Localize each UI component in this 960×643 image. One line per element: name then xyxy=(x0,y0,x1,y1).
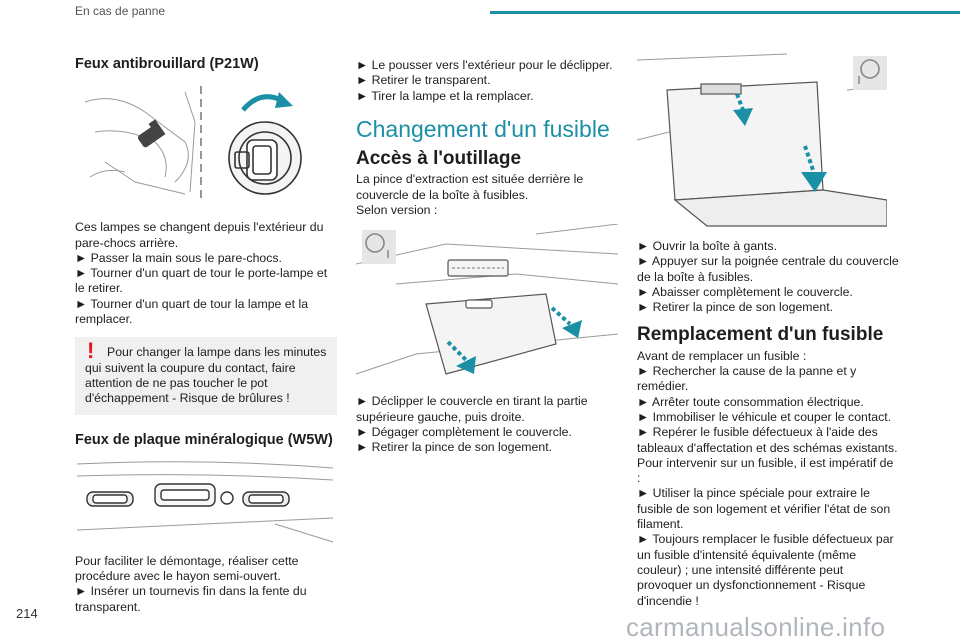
running-header: En cas de panne xyxy=(75,4,166,18)
replace-step-6: ► Toujours remplacer le fusible défectue… xyxy=(637,532,894,608)
heading-tool-access: Accès à l'outillage xyxy=(356,148,522,170)
column-left: Feux antibrouillard (P21W) xyxy=(75,56,337,615)
fuse-step-2: ► Dégager complètement le couvercle. xyxy=(356,424,572,439)
glovebox-step-3: ► Abaisser complètement le couvercle. xyxy=(637,284,853,299)
replace-intro-text: Avant de remplacer un fusible : xyxy=(637,348,807,363)
replace-step-2: ► Arrêter toute consommation électrique. xyxy=(637,394,864,409)
warning-icon: ! xyxy=(87,338,95,364)
replace-step-1: ► Rechercher la cause de la panne et y r… xyxy=(637,364,857,394)
replace-step-5: ► Utiliser la pince spéciale pour extrai… xyxy=(637,486,891,532)
glovebox-step-2: ► Appuyer sur la poignée centrale du cou… xyxy=(637,254,899,284)
fog-intro-text: Ces lampes se changent depuis l'extérieu… xyxy=(75,220,324,250)
replace-step-3: ► Immobiliser le véhicule et couper le c… xyxy=(637,409,892,424)
plate-step-1: ► Insérer un tournevis fin dans la fente… xyxy=(75,584,307,614)
fog-step-3: ► Tourner d'un quart de tour la lampe et… xyxy=(75,296,309,327)
glovebox-step-4: ► Retirer la pince de son logement. xyxy=(637,300,834,315)
heading-fuse-replacement: Remplacement d'un fusible xyxy=(637,324,884,346)
fuse-step-1: ► Déclipper le couvercle en tirant la pa… xyxy=(356,394,588,424)
plate-lamp-illustration xyxy=(75,454,337,554)
warning-box: ! Pour changer la lampe dans les minutes… xyxy=(75,337,337,415)
version-text: Selon version : xyxy=(356,203,438,218)
glovebox-step-1: ► Ouvrir la boîte à gants. xyxy=(637,239,777,253)
heading-fog-lamps: Feux antibrouillard (P21W) xyxy=(75,56,259,72)
fuse-step-3: ► Retirer la pince de son logement. xyxy=(356,440,553,455)
glovebox-illustration xyxy=(637,50,899,234)
watermark-text: carmanualsonline.info xyxy=(626,612,886,642)
heading-fuse-change: Changement d'un fusible xyxy=(356,115,610,142)
header-accent-bar xyxy=(490,11,960,14)
plate-intro-text: Pour faciliter le démontage, réaliser ce… xyxy=(75,553,299,584)
heading-plate-lamps: Feux de plaque minéralogique (W5W) xyxy=(75,431,333,448)
replace-requirement-text: Pour intervenir sur un fusible, il est i… xyxy=(637,455,894,486)
column-right: ► Ouvrir la boîte à gants. ► Appuyer sur… xyxy=(637,50,899,609)
page-number: 214 xyxy=(16,606,38,621)
column-middle: ► Le pousser vers l'extérieur pour le dé… xyxy=(356,58,618,456)
fog-lamp-illustration xyxy=(75,82,337,220)
warning-text: Pour changer la lampe dans les minutes q… xyxy=(85,345,327,406)
replace-step-4: ► Repérer le fusible défectueux à l'aide… xyxy=(637,425,898,455)
plate-step-4: ► Tirer la lampe et la remplacer. xyxy=(356,88,534,103)
fog-step-1: ► Passer la main sous le pare-chocs. xyxy=(75,250,282,265)
fuse-cover-illustration xyxy=(356,224,618,394)
plate-step-2: ► Le pousser vers l'extérieur pour le dé… xyxy=(356,58,613,72)
fog-step-2: ► Tourner d'un quart de tour le porte-la… xyxy=(75,266,328,296)
tool-location-text: La pince d'extraction est située derrièr… xyxy=(356,172,584,202)
plate-step-3: ► Retirer le transparent. xyxy=(356,73,491,88)
